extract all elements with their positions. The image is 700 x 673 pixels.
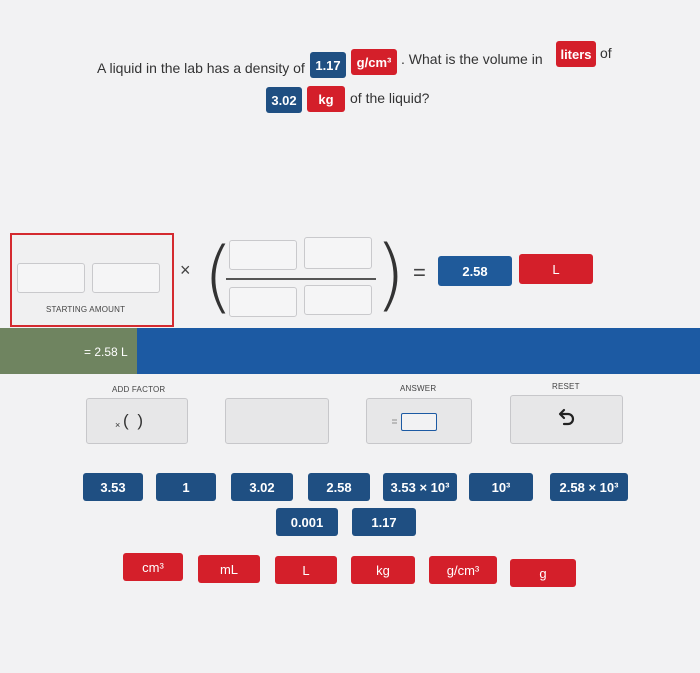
factor-tray[interactable] (225, 398, 329, 444)
mass-value-chip: 3.02 (266, 87, 302, 113)
number-tile[interactable]: 0.001 (276, 508, 338, 536)
numerator-value-slot[interactable] (229, 240, 297, 270)
reset-button[interactable] (510, 395, 623, 444)
question-text-part3: of (600, 45, 612, 61)
multiply-symbol: × (180, 260, 191, 280)
starting-amount-label: STARTING AMOUNT (46, 305, 126, 314)
answer-box-icon (401, 413, 437, 431)
starting-unit-slot[interactable] (92, 263, 160, 293)
number-tile[interactable]: 3.02 (231, 473, 293, 501)
result-text: = 2.58 L (84, 345, 128, 359)
answer-equals-icon (392, 419, 397, 421)
reset-label: RESET (552, 382, 580, 391)
mass-unit-chip: kg (307, 86, 345, 112)
unit-tile[interactable]: kg (351, 556, 415, 584)
answer-unit: L (519, 254, 593, 284)
question-text-part4: of the liquid? (350, 90, 430, 106)
density-unit-chip: g/cm³ (351, 49, 397, 75)
answer-label: ANSWER (400, 384, 437, 393)
unit-tile[interactable]: g/cm³ (429, 556, 497, 584)
undo-icon (555, 408, 577, 435)
equals-symbol: = (413, 260, 426, 285)
number-tile[interactable]: 3.53 (83, 473, 143, 501)
add-factor-paren: ( ) (123, 411, 146, 430)
left-paren: ( (203, 232, 234, 322)
question-text-part1: A liquid in the lab has a density of (97, 60, 305, 76)
number-tile[interactable]: 1 (156, 473, 216, 501)
question-text-part2: . What is the volume in (401, 51, 543, 67)
number-tile[interactable]: 2.58 × 10³ (550, 473, 628, 501)
unit-tile[interactable]: cm³ (123, 553, 183, 581)
add-factor-label: ADD FACTOR (112, 385, 166, 394)
unit-tile[interactable]: L (275, 556, 337, 584)
target-unit-chip: liters (556, 41, 596, 67)
number-tile[interactable]: 3.53 × 10³ (383, 473, 457, 501)
add-factor-button[interactable]: × ( ) (86, 398, 188, 444)
answer-button[interactable] (366, 398, 472, 444)
denominator-value-slot[interactable] (229, 287, 297, 317)
blue-band (137, 328, 700, 374)
number-tile[interactable]: 10³ (469, 473, 533, 501)
denominator-unit-slot[interactable] (304, 285, 372, 315)
right-paren: ) (375, 230, 406, 320)
density-value-chip: 1.17 (310, 52, 346, 78)
answer-value: 2.58 (438, 256, 512, 286)
fraction-bar (226, 278, 376, 280)
unit-tile[interactable]: g (510, 559, 576, 587)
starting-value-slot[interactable] (17, 263, 85, 293)
unit-tile[interactable]: mL (198, 555, 260, 583)
numerator-unit-slot[interactable] (304, 237, 372, 269)
number-tile[interactable]: 2.58 (308, 473, 370, 501)
number-tile[interactable]: 1.17 (352, 508, 416, 536)
result-band: = 2.58 L (0, 328, 137, 374)
starting-amount-box[interactable]: STARTING AMOUNT (10, 233, 174, 327)
add-factor-times: × (115, 420, 121, 430)
